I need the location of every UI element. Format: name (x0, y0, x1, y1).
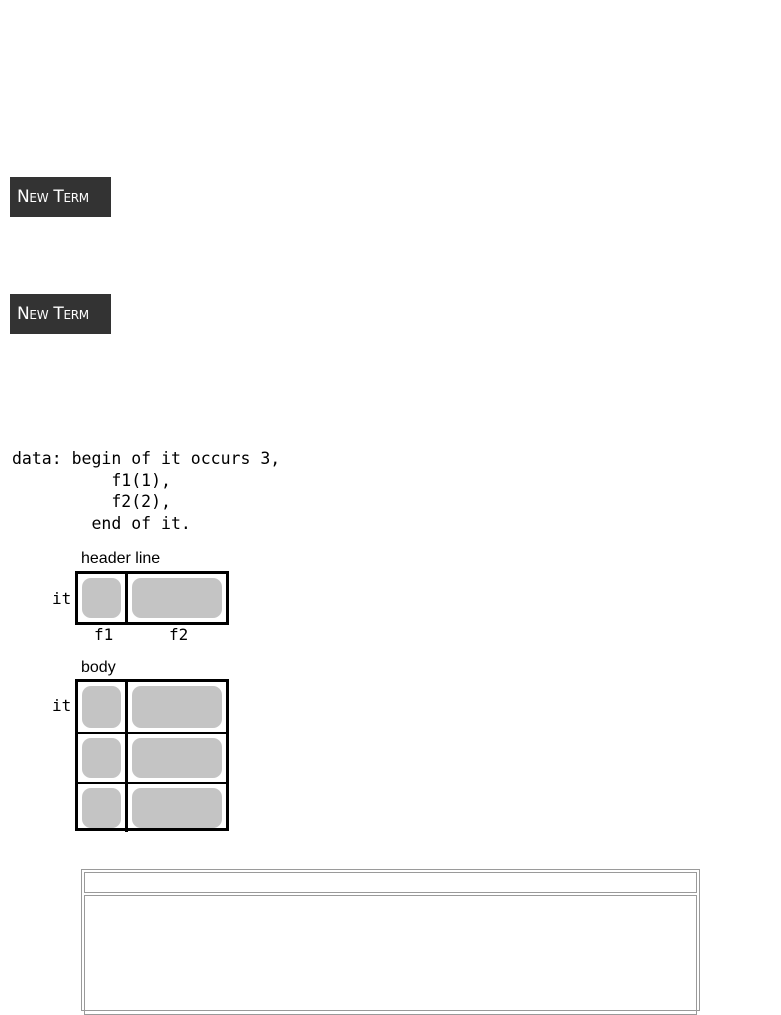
field-f2-cell (128, 574, 226, 622)
header-line-diagram (75, 571, 229, 625)
header-table-name-label: it (52, 589, 72, 608)
body-row (78, 732, 226, 782)
field-f2-label: f2 (169, 625, 189, 644)
field-f2-cell (128, 734, 226, 782)
body-row (78, 782, 226, 832)
field-f1-cell (78, 574, 128, 622)
new-term-badge: New Term (10, 294, 111, 334)
table-header-cell (84, 872, 697, 893)
header-line-title: header line (81, 550, 161, 567)
code-listing: data: begin of it occurs 3, f1(1), f2(2)… (12, 449, 281, 533)
table-body-cell (84, 895, 697, 1015)
new-term-badge-label: New Term (17, 304, 89, 324)
body-diagram (75, 679, 229, 832)
body-title: body (81, 659, 116, 676)
body-row (78, 682, 226, 732)
field-f2-cell (128, 682, 226, 732)
bordered-table (81, 869, 700, 1015)
field-f1-label: f1 (94, 625, 114, 644)
field-f1-cell (78, 784, 128, 832)
header-line-row (78, 574, 226, 622)
field-f1-cell (78, 682, 128, 732)
field-f2-cell (128, 784, 226, 832)
body-table-name-label: it (52, 696, 72, 715)
new-term-badge: New Term (10, 177, 111, 217)
new-term-badge-label: New Term (17, 187, 89, 207)
field-f1-cell (78, 734, 128, 782)
